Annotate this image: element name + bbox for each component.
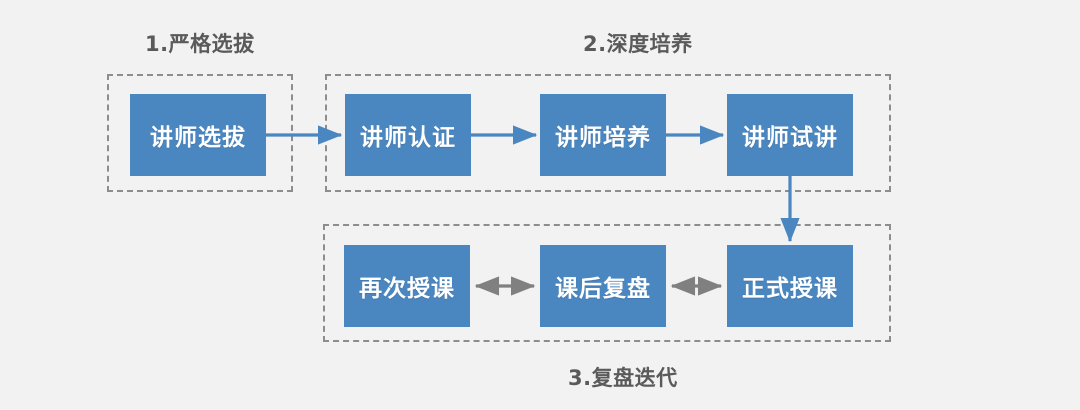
node-repeat-teaching[interactable]: 再次授课 — [344, 245, 470, 327]
node-post-class-review[interactable]: 课后复盘 — [540, 245, 666, 327]
group-boundary-strict-selection — [107, 74, 293, 192]
group-label-review-iteration: 3.复盘迭代 — [568, 366, 678, 390]
group-label-deep-training: 2.深度培养 — [583, 32, 693, 56]
node-formal-teaching[interactable]: 正式授课 — [727, 245, 853, 327]
node-instructor-selection[interactable]: 讲师选拔 — [130, 94, 266, 176]
node-instructor-trial-lecture[interactable]: 讲师试讲 — [727, 94, 853, 176]
group-boundary-review-iteration — [323, 224, 891, 342]
node-instructor-training[interactable]: 讲师培养 — [540, 94, 666, 176]
node-instructor-certification[interactable]: 讲师认证 — [345, 94, 471, 176]
group-label-strict-selection: 1.严格选拔 — [145, 32, 255, 56]
